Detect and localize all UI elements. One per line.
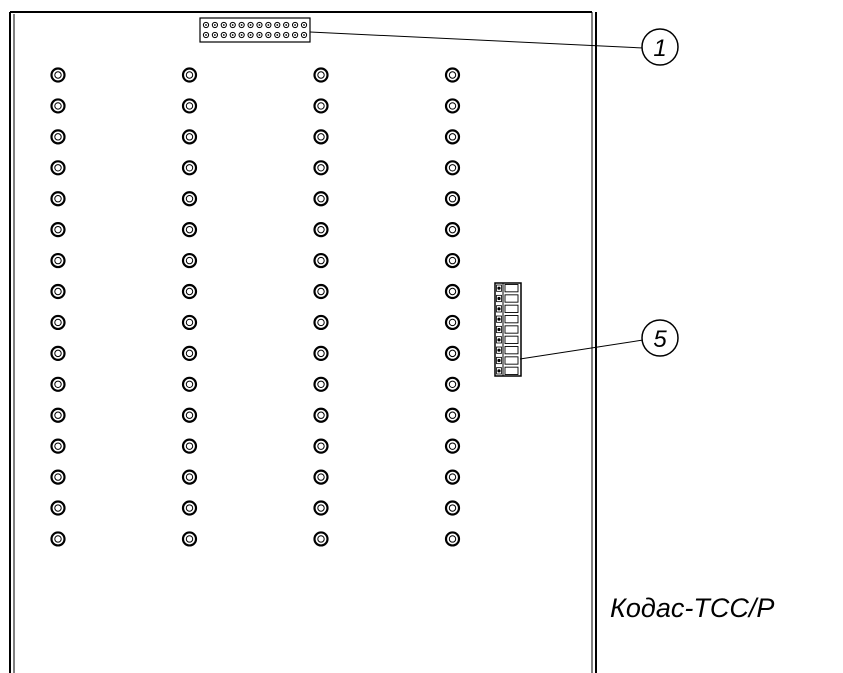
- led-indicator: [313, 160, 329, 176]
- terminal-slot: [496, 294, 519, 303]
- led-indicator: [444, 98, 461, 114]
- led-indicator: [313, 469, 329, 485]
- led-indicator: [50, 376, 66, 392]
- led-indicator: [50, 191, 66, 207]
- led-indicator: [313, 129, 329, 145]
- led-indicator: [444, 222, 461, 238]
- terminal-slot: [496, 366, 519, 375]
- led-indicator: [50, 438, 66, 454]
- leader-line-5: [519, 339, 644, 360]
- leader-line-1: [309, 31, 644, 49]
- callout-1-label: 1: [653, 35, 666, 62]
- led-indicator: [181, 191, 198, 207]
- led-indicator: [50, 160, 66, 176]
- led-indicator: [181, 129, 198, 145]
- led-indicator: [313, 191, 329, 207]
- led-indicator: [313, 438, 329, 454]
- led-indicator: [444, 67, 461, 83]
- led-indicator: [444, 531, 461, 547]
- led-indicator: [50, 67, 66, 83]
- led-indicator: [50, 252, 66, 269]
- led-indicator: [181, 345, 198, 361]
- led-indicator: [444, 469, 461, 485]
- terminal-slot: [496, 325, 519, 334]
- led-indicator: [181, 314, 198, 331]
- led-indicator: [313, 345, 329, 361]
- led-indicator: [444, 438, 461, 454]
- terminal-slot: [496, 315, 519, 324]
- led-indicator: [181, 438, 198, 454]
- callout-5-circle: [641, 319, 679, 357]
- led-indicator: [50, 222, 66, 238]
- led-indicator: [313, 407, 329, 423]
- led-indicator: [181, 531, 198, 547]
- led-indicator: [181, 283, 198, 300]
- led-indicator: [181, 500, 198, 516]
- leader-lines: [309, 31, 644, 360]
- terminal-slot: [496, 284, 519, 293]
- led-indicator: [444, 252, 461, 269]
- callout-5: 5: [641, 319, 679, 357]
- led-indicator: [313, 222, 329, 238]
- led-indicator: [444, 283, 461, 300]
- led-indicator: [50, 531, 66, 547]
- led-indicator: [444, 129, 461, 145]
- terminal-slot: [496, 356, 519, 365]
- led-indicator-grid: [50, 67, 461, 547]
- led-indicator: [444, 345, 461, 361]
- led-indicator: [313, 67, 329, 83]
- led-indicator: [444, 407, 461, 423]
- led-indicator: [313, 314, 329, 331]
- led-indicator: [50, 407, 66, 423]
- callout-5-label: 5: [653, 326, 667, 353]
- led-indicator: [313, 500, 329, 516]
- terminal-slot: [496, 335, 519, 344]
- led-indicator: [313, 283, 329, 300]
- led-indicator: [444, 160, 461, 176]
- led-indicator: [181, 98, 198, 114]
- led-indicator: [50, 469, 66, 485]
- led-indicator: [50, 345, 66, 361]
- side-terminal-block-connector: [494, 282, 522, 377]
- led-indicator: [181, 222, 198, 238]
- led-indicator: [181, 407, 198, 423]
- callout-1: 1: [641, 28, 679, 66]
- led-indicator: [50, 98, 66, 114]
- terminal-slot: [496, 304, 519, 313]
- led-indicator: [50, 314, 66, 331]
- model-label: Кодас-ТСС/Р: [610, 593, 774, 623]
- led-indicator: [444, 500, 461, 516]
- led-indicator: [444, 314, 461, 331]
- led-indicator: [313, 98, 329, 114]
- led-indicator: [50, 283, 66, 300]
- led-indicator: [181, 160, 198, 176]
- top-pin-header-connector: [199, 17, 311, 43]
- led-indicator: [313, 376, 329, 392]
- led-indicator: [313, 531, 329, 547]
- led-indicator: [444, 191, 461, 207]
- led-indicator: [181, 252, 198, 269]
- callout-1-circle: [641, 28, 679, 66]
- led-indicator: [181, 376, 198, 392]
- led-indicator: [181, 67, 198, 83]
- led-indicator: [313, 252, 329, 269]
- led-indicator: [50, 500, 66, 516]
- led-indicator: [50, 129, 66, 145]
- led-indicator: [181, 469, 198, 485]
- panel-outline: [9, 11, 597, 673]
- terminal-slot: [496, 346, 519, 355]
- led-indicator: [444, 376, 461, 392]
